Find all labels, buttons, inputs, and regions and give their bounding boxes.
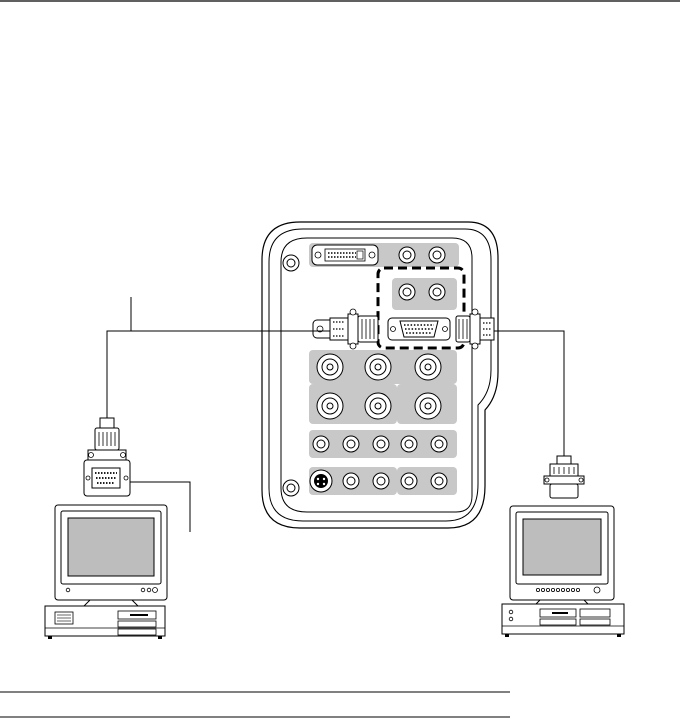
bnc-port-icon [316,353,442,420]
highlight-dashed-frame [376,266,466,350]
rca-port-icon [342,472,448,490]
rca-port-icon [398,283,446,301]
crt-monitor-icon [54,504,168,607]
screw-bottom-left [282,479,300,497]
db15-connector-icon [543,455,585,499]
desktop-computer-icon [501,603,625,637]
db15-connector-icon [455,308,495,350]
vga-port-icon [387,317,451,341]
rca-port-icon [398,246,446,264]
dvi-port-icon [311,244,379,266]
svideo-port-icon [309,469,333,493]
db15-connector-icon [83,417,131,497]
cables [106,297,565,532]
screw-top-left [282,254,300,272]
rca-port-icon [312,435,448,453]
desktop-computer-icon [44,605,166,639]
db15-connector-icon [329,308,379,350]
crt-monitor-icon [509,505,615,607]
